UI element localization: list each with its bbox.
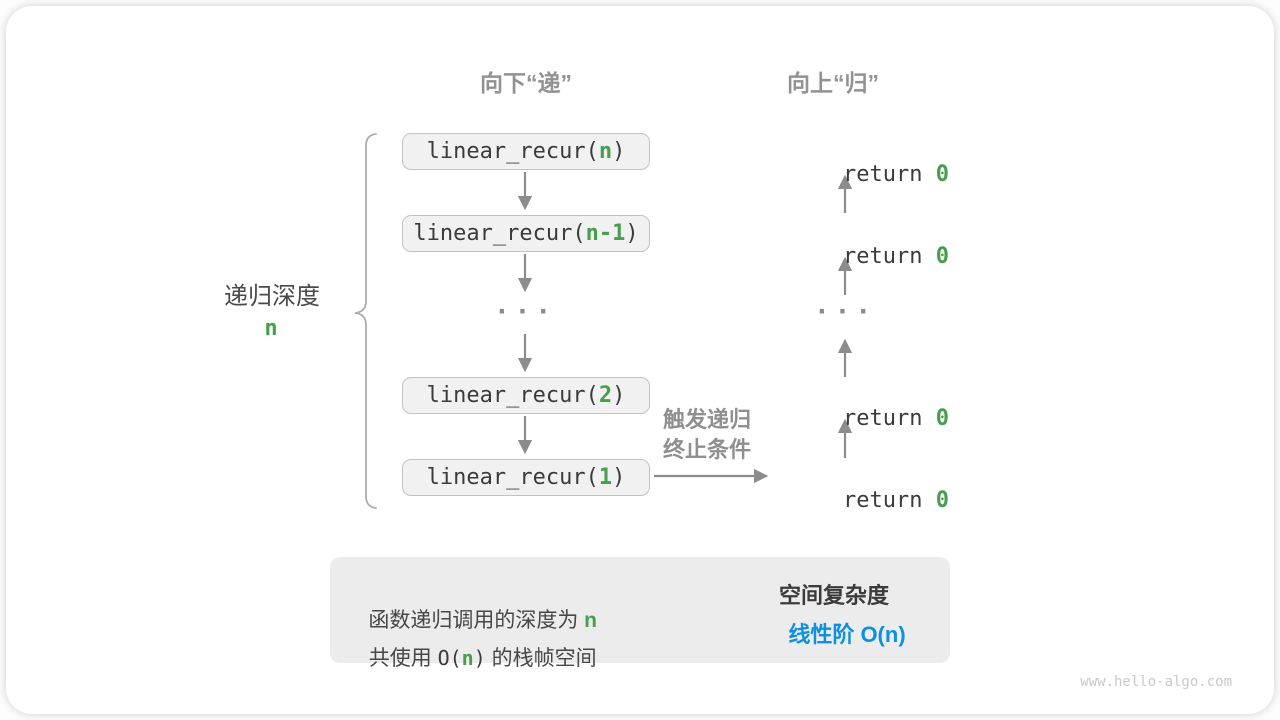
watermark: www.hello-algo.com xyxy=(1080,674,1232,690)
call-text-close: ) xyxy=(612,465,626,490)
return-keyword: return xyxy=(842,406,936,431)
return-statement: return 0 xyxy=(790,137,949,212)
return-keyword: return xyxy=(842,488,936,513)
call-param: n xyxy=(598,139,613,164)
right-ellipsis: ··· xyxy=(814,297,876,327)
call-box-1: linear_recur(1) xyxy=(402,459,650,496)
return-value: 0 xyxy=(935,406,949,431)
summary-line1-text: 函数递归调用的深度为 xyxy=(368,609,585,632)
space-complexity-title: 空间复杂度 xyxy=(778,583,889,608)
summary-line2-tail: 的栈帧空间 xyxy=(485,647,597,670)
return-value: 0 xyxy=(935,488,949,513)
space-complexity-value: 线性阶 O(n) xyxy=(788,622,906,647)
summary-line2-text: 共使用 xyxy=(368,647,438,670)
call-text: linear_recur( xyxy=(426,139,599,164)
diagram-card: 向下“递” 向上“归” linear_recur(n) xyxy=(6,6,1274,714)
summary-panel xyxy=(330,557,950,663)
summary-line2-param: n xyxy=(461,646,474,670)
down-recurse-header: 向下“递” xyxy=(480,70,572,96)
return-value: 0 xyxy=(935,162,949,187)
termination-annotation: 触发递归 终止条件 xyxy=(663,405,751,465)
call-param: 2 xyxy=(598,383,613,408)
summary-line1: 函数递归调用的深度为 n xyxy=(311,580,631,658)
summary-line2: 共使用 O(n) 的栈帧空间 xyxy=(311,618,631,696)
call-box-n: linear_recur(n) xyxy=(402,133,650,170)
return-keyword: return xyxy=(842,162,936,187)
depth-brace xyxy=(354,133,377,509)
return-value: 0 xyxy=(935,244,949,269)
call-text: linear_recur( xyxy=(413,221,586,246)
return-statement: return 0 xyxy=(790,381,949,456)
call-param: n-1 xyxy=(585,221,626,246)
call-text: linear_recur( xyxy=(426,465,599,490)
termination-annotation-line1: 触发递归 xyxy=(662,407,752,432)
call-box-2: linear_recur(2) xyxy=(402,377,650,414)
depth-value: n xyxy=(264,316,278,341)
depth-label: 递归深度 xyxy=(224,283,320,310)
return-keyword: return xyxy=(842,244,936,269)
call-box-n-1: linear_recur(n-1) xyxy=(402,215,650,252)
left-ellipsis: ··· xyxy=(494,297,556,327)
call-text: linear_recur( xyxy=(426,383,599,408)
call-text-close: ) xyxy=(612,383,626,408)
return-statement: return 0 xyxy=(790,463,949,538)
call-text-close: ) xyxy=(625,221,639,246)
up-return-header: 向上“归” xyxy=(787,70,879,96)
return-statement: return 0 xyxy=(790,219,949,294)
termination-annotation-line2: 终止条件 xyxy=(662,437,752,462)
summary-line1-param: n xyxy=(584,609,597,632)
call-param: 1 xyxy=(598,465,613,490)
big-o-open: O(n) xyxy=(437,646,486,670)
call-text-close: ) xyxy=(612,139,626,164)
